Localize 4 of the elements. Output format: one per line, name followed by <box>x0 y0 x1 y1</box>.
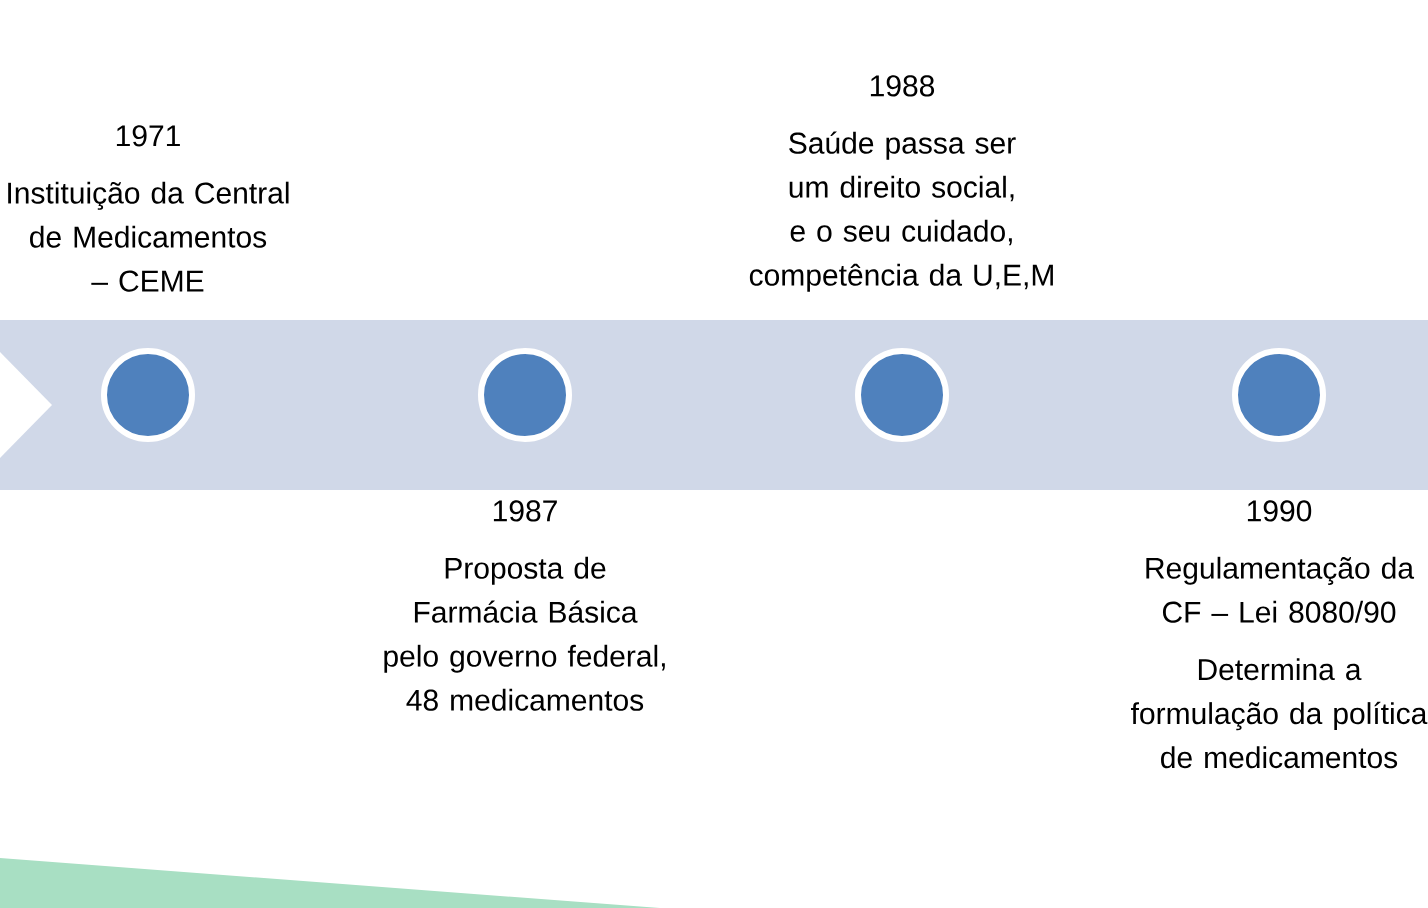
event-text: 1987 Proposta de Farmácia Básica pelo governo federal, 48 medicamentos <box>384 500 665 711</box>
event-text: 1988 Saúde passa ser um direito social, e o seu cuidado, competência da U,E,M <box>749 75 1053 292</box>
event-text: 1990 Regulamentação da CF – Lei 8080/90 Determina a formulação da política de medicamentos <box>1131 500 1428 769</box>
event-text: 1971 Instituição da Central de Medicamentos – CEME <box>8 125 289 292</box>
